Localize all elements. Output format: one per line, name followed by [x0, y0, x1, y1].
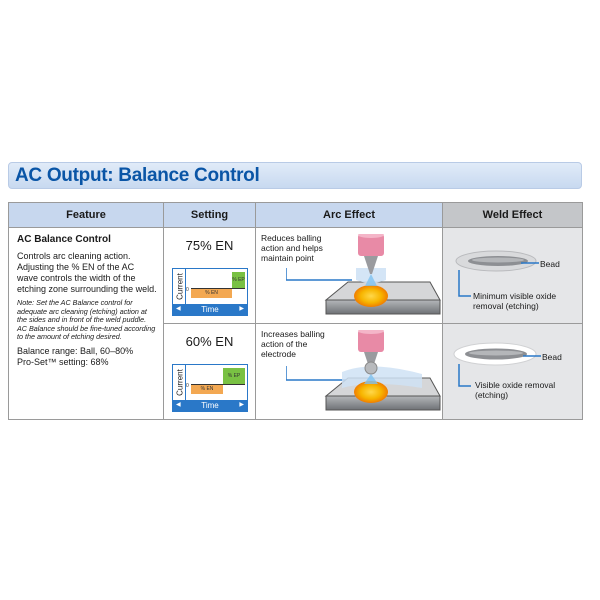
arc-effect-text: Increases balling action of the electrod… — [261, 329, 325, 359]
mini-chart-x-label: Time — [201, 401, 219, 410]
arrow-left-icon: ◀ — [176, 402, 181, 408]
mini-chart-y-label: Current — [175, 369, 185, 396]
feature-description: Controls arc cleaning action. Adjusting … — [17, 251, 157, 294]
balance-control-table: Feature Setting Arc Effect Weld Effect A… — [8, 202, 583, 420]
waveform-mini-chart: Current 0 % EN % EP ◀ Time ▶ — [172, 364, 248, 412]
mini-chart-y-label: Current — [175, 273, 185, 300]
weld-effect-text: Visible oxide removal (etching) — [475, 380, 556, 400]
header-weld-effect: Weld Effect — [442, 202, 583, 228]
bead-label: Bead — [540, 259, 560, 269]
header-feature: Feature — [8, 202, 164, 228]
feature-proset: Pro-Set™ setting: 68% — [17, 356, 109, 367]
header-setting: Setting — [163, 202, 256, 228]
mini-chart-zero-label: 0 — [186, 383, 189, 389]
setting-cell: 75% EN Current 0 % EN % EP ◀ Time ▶ — [163, 227, 256, 324]
weld-bead-icon — [455, 250, 537, 272]
feature-cell: AC Balance Control Controls arc cleaning… — [8, 227, 164, 420]
setting-value: 60% EN — [185, 334, 234, 349]
arrow-right-icon: ▶ — [239, 402, 244, 408]
arrow-left-icon: ◀ — [176, 306, 181, 312]
feature-title: AC Balance Control — [17, 234, 111, 245]
weld-effect-cell: Bead Minimum visible oxide removal (etch… — [442, 227, 583, 324]
bead-label: Bead — [542, 352, 562, 362]
en-bar: % EN — [191, 384, 223, 394]
arc-effect-cell: Increases balling action of the electrod… — [255, 323, 443, 420]
mini-chart-x-label: Time — [201, 305, 219, 314]
arc-illustration-icon — [324, 234, 441, 315]
mini-chart-zero-label: 0 — [186, 287, 189, 293]
feature-note: Note: Set the AC Balance control for ade… — [17, 298, 156, 342]
ep-bar: % EP — [223, 368, 245, 384]
setting-cell: 60% EN Current 0 % EN % EP ◀ Time ▶ — [163, 323, 256, 420]
arc-effect-cell: Reduces balling action and helps maintai… — [255, 227, 443, 324]
ep-bar: % EP — [232, 272, 245, 288]
feature-range: Balance range: Ball, 60–80% — [17, 345, 134, 356]
section-title-bar: AC Output: Balance Control — [8, 162, 582, 189]
en-bar: % EN — [191, 288, 232, 298]
weld-effect-text: Minimum visible oxide removal (etching) — [473, 291, 557, 311]
table-row: AC Balance Control Controls arc cleaning… — [8, 227, 583, 420]
weld-effect-cell: Bead Visible oxide removal (etching) — [442, 323, 583, 420]
pointer-line-icon — [286, 268, 352, 281]
arc-illustration-icon — [324, 330, 441, 411]
weld-bead-icon — [453, 342, 537, 366]
etching-pointer-icon — [458, 270, 471, 297]
header-arc-effect: Arc Effect — [255, 202, 443, 228]
table-row: 60% EN Current 0 % EN % EP ◀ Time ▶ Incr… — [9, 323, 583, 420]
pointer-line-icon — [286, 366, 352, 381]
bead-pointer-icon — [523, 355, 541, 357]
etching-pointer-icon — [458, 364, 471, 387]
section-title: AC Output: Balance Control — [15, 165, 260, 186]
setting-value: 75% EN — [185, 238, 234, 253]
arc-effect-text: Reduces balling action and helps maintai… — [261, 233, 323, 263]
bead-pointer-icon — [521, 262, 539, 264]
waveform-mini-chart: Current 0 % EN % EP ◀ Time ▶ — [172, 268, 248, 316]
arrow-right-icon: ▶ — [239, 306, 244, 312]
